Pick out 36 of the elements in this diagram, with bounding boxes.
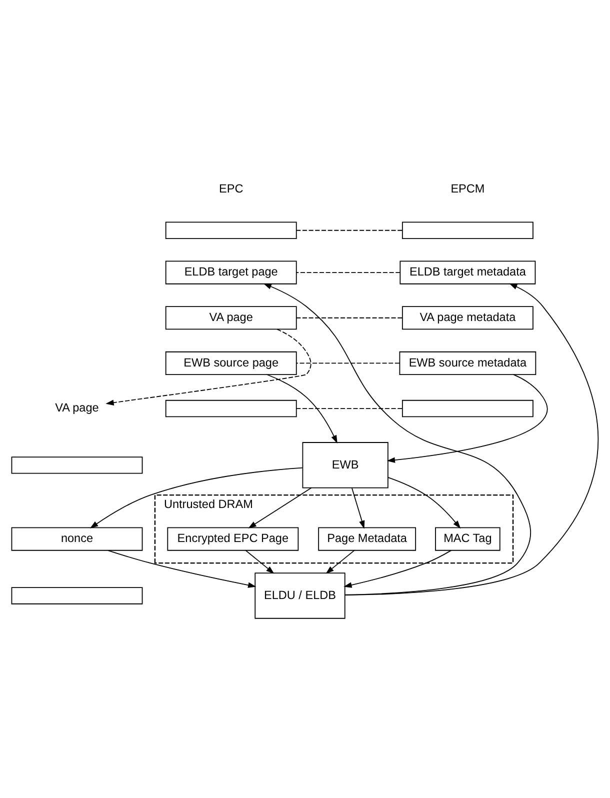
node-box: ELDB target metadata <box>400 260 536 284</box>
node-box: Encrypted EPC Page <box>167 527 299 551</box>
label: EPCM <box>450 182 485 196</box>
node-box: MAC Tag <box>435 527 500 551</box>
node-box: VA page metadata <box>402 306 534 330</box>
node-box <box>402 222 534 239</box>
node-box <box>402 400 534 418</box>
connector <box>296 362 400 364</box>
connector <box>296 230 403 231</box>
node-box: EWB source metadata <box>399 351 536 375</box>
node-box: VA page <box>165 306 297 330</box>
arrow <box>90 467 303 528</box>
node-box <box>11 587 143 604</box>
connector <box>296 317 403 318</box>
arrow <box>388 476 461 529</box>
arrow <box>266 374 338 444</box>
node-box: EWB <box>302 442 388 488</box>
label: EPC <box>219 182 244 196</box>
arrow <box>386 374 548 463</box>
arrow <box>107 550 256 588</box>
node-text: VA page <box>55 402 99 415</box>
node-box: Page Metadata <box>318 527 416 551</box>
arrow <box>248 487 312 528</box>
node-box: ELDU / ELDB <box>254 572 346 619</box>
connector <box>296 272 401 273</box>
arrow <box>263 283 531 596</box>
node-box <box>165 222 297 239</box>
connector <box>296 408 403 409</box>
arrow <box>106 328 312 406</box>
arrow <box>344 283 599 596</box>
node-box: ELDB target page <box>165 260 297 284</box>
node-box: EWB source page <box>165 351 297 375</box>
node-box: nonce <box>11 527 143 551</box>
node-box <box>11 456 143 474</box>
arrow <box>352 488 365 529</box>
node-box <box>165 400 297 418</box>
